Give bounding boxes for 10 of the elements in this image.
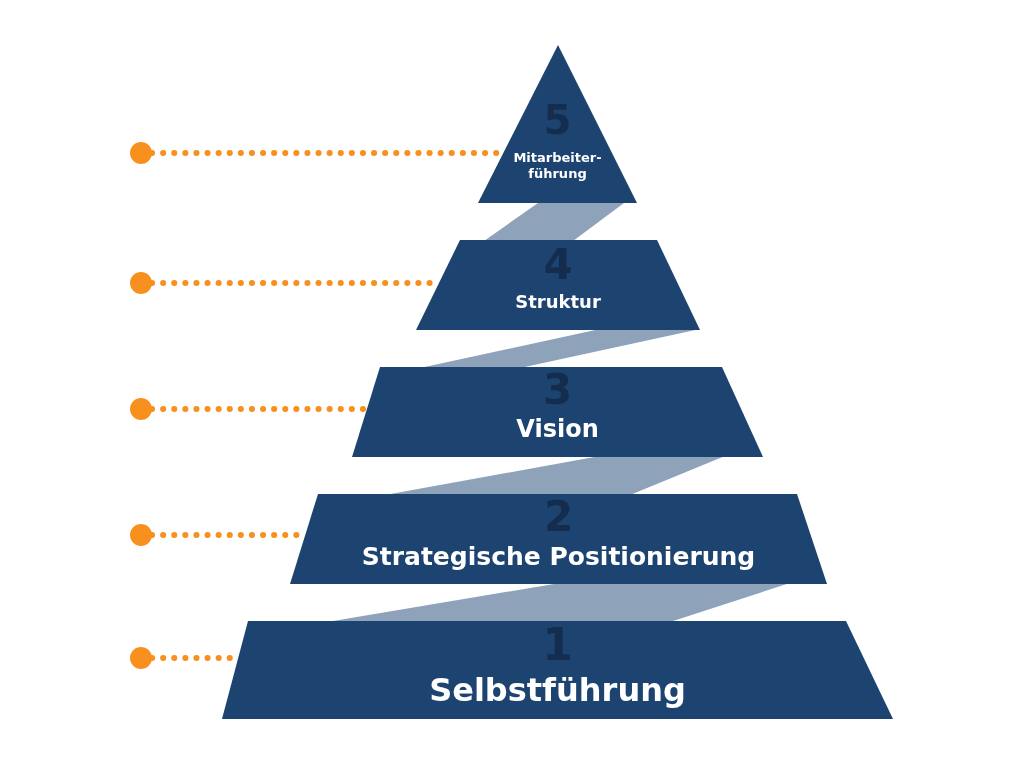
level-label: Vision — [515, 414, 600, 444]
level-label: Struktur — [514, 291, 602, 314]
level-label: Selbstführung — [428, 670, 687, 710]
level-label: Strategische Positionierung — [360, 541, 757, 573]
bullet-dot — [130, 398, 152, 420]
bullet-dot — [130, 142, 152, 164]
bullet-dot — [130, 272, 152, 294]
bullet-dot — [130, 647, 152, 669]
level-label: Mitarbeiter- führung — [512, 150, 603, 183]
bullet-dot — [130, 524, 152, 546]
